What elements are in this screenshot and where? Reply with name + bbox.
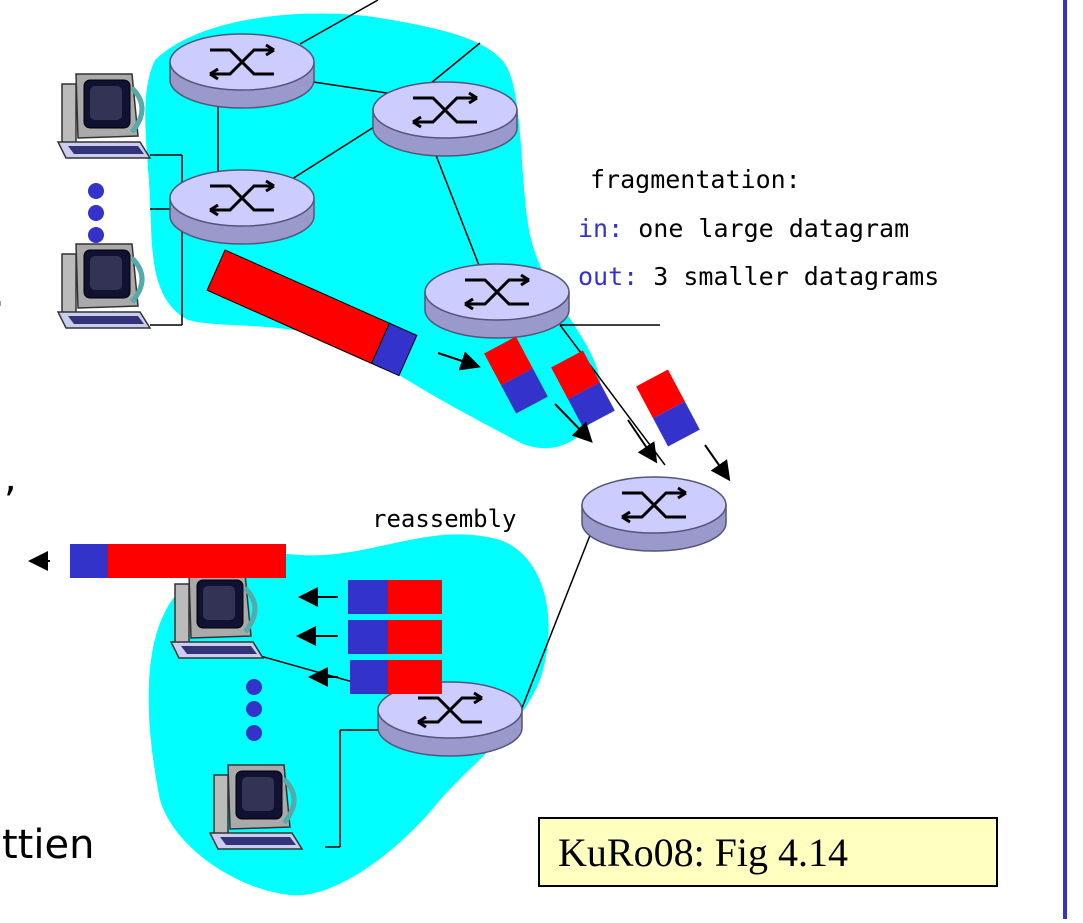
computer-icon <box>58 244 150 328</box>
router-icon <box>580 475 728 553</box>
large-datagram <box>206 249 418 377</box>
out-keyword: out: <box>578 262 639 291</box>
fragment-datagram <box>551 350 615 428</box>
fragment-datagram <box>484 336 548 414</box>
router-icon <box>371 80 519 158</box>
router-icon <box>168 32 316 110</box>
computer-icon <box>58 74 150 158</box>
arriving-fragments <box>348 580 442 694</box>
slide-edge-divider <box>1063 0 1067 919</box>
router-icon <box>168 168 316 246</box>
out-description: 3 smaller datagrams <box>653 262 940 291</box>
slide-text-fragment: ttien <box>2 822 95 868</box>
fragment-datagram <box>636 369 700 447</box>
reassembled-datagram <box>70 544 286 578</box>
slide-text-fragment-comma: , <box>4 455 17 501</box>
arrow-icon <box>28 351 731 687</box>
fragmentation-in-line: in: one large datagram <box>578 214 909 243</box>
ellipsis-dots-icon <box>88 183 262 741</box>
slide-text-fragment-dot: . <box>0 270 5 316</box>
in-keyword: in: <box>578 214 624 243</box>
fragmentation-heading: fragmentation: <box>590 165 801 194</box>
reassembly-label: reassembly <box>372 505 517 533</box>
figure-caption-box: KuRo08: Fig 4.14 <box>538 817 998 887</box>
figure-caption: KuRo08: Fig 4.14 <box>558 830 849 875</box>
fragmentation-out-line: out: 3 smaller datagrams <box>578 262 939 291</box>
router-icon <box>423 262 571 340</box>
in-description: one large datagram <box>638 214 910 243</box>
